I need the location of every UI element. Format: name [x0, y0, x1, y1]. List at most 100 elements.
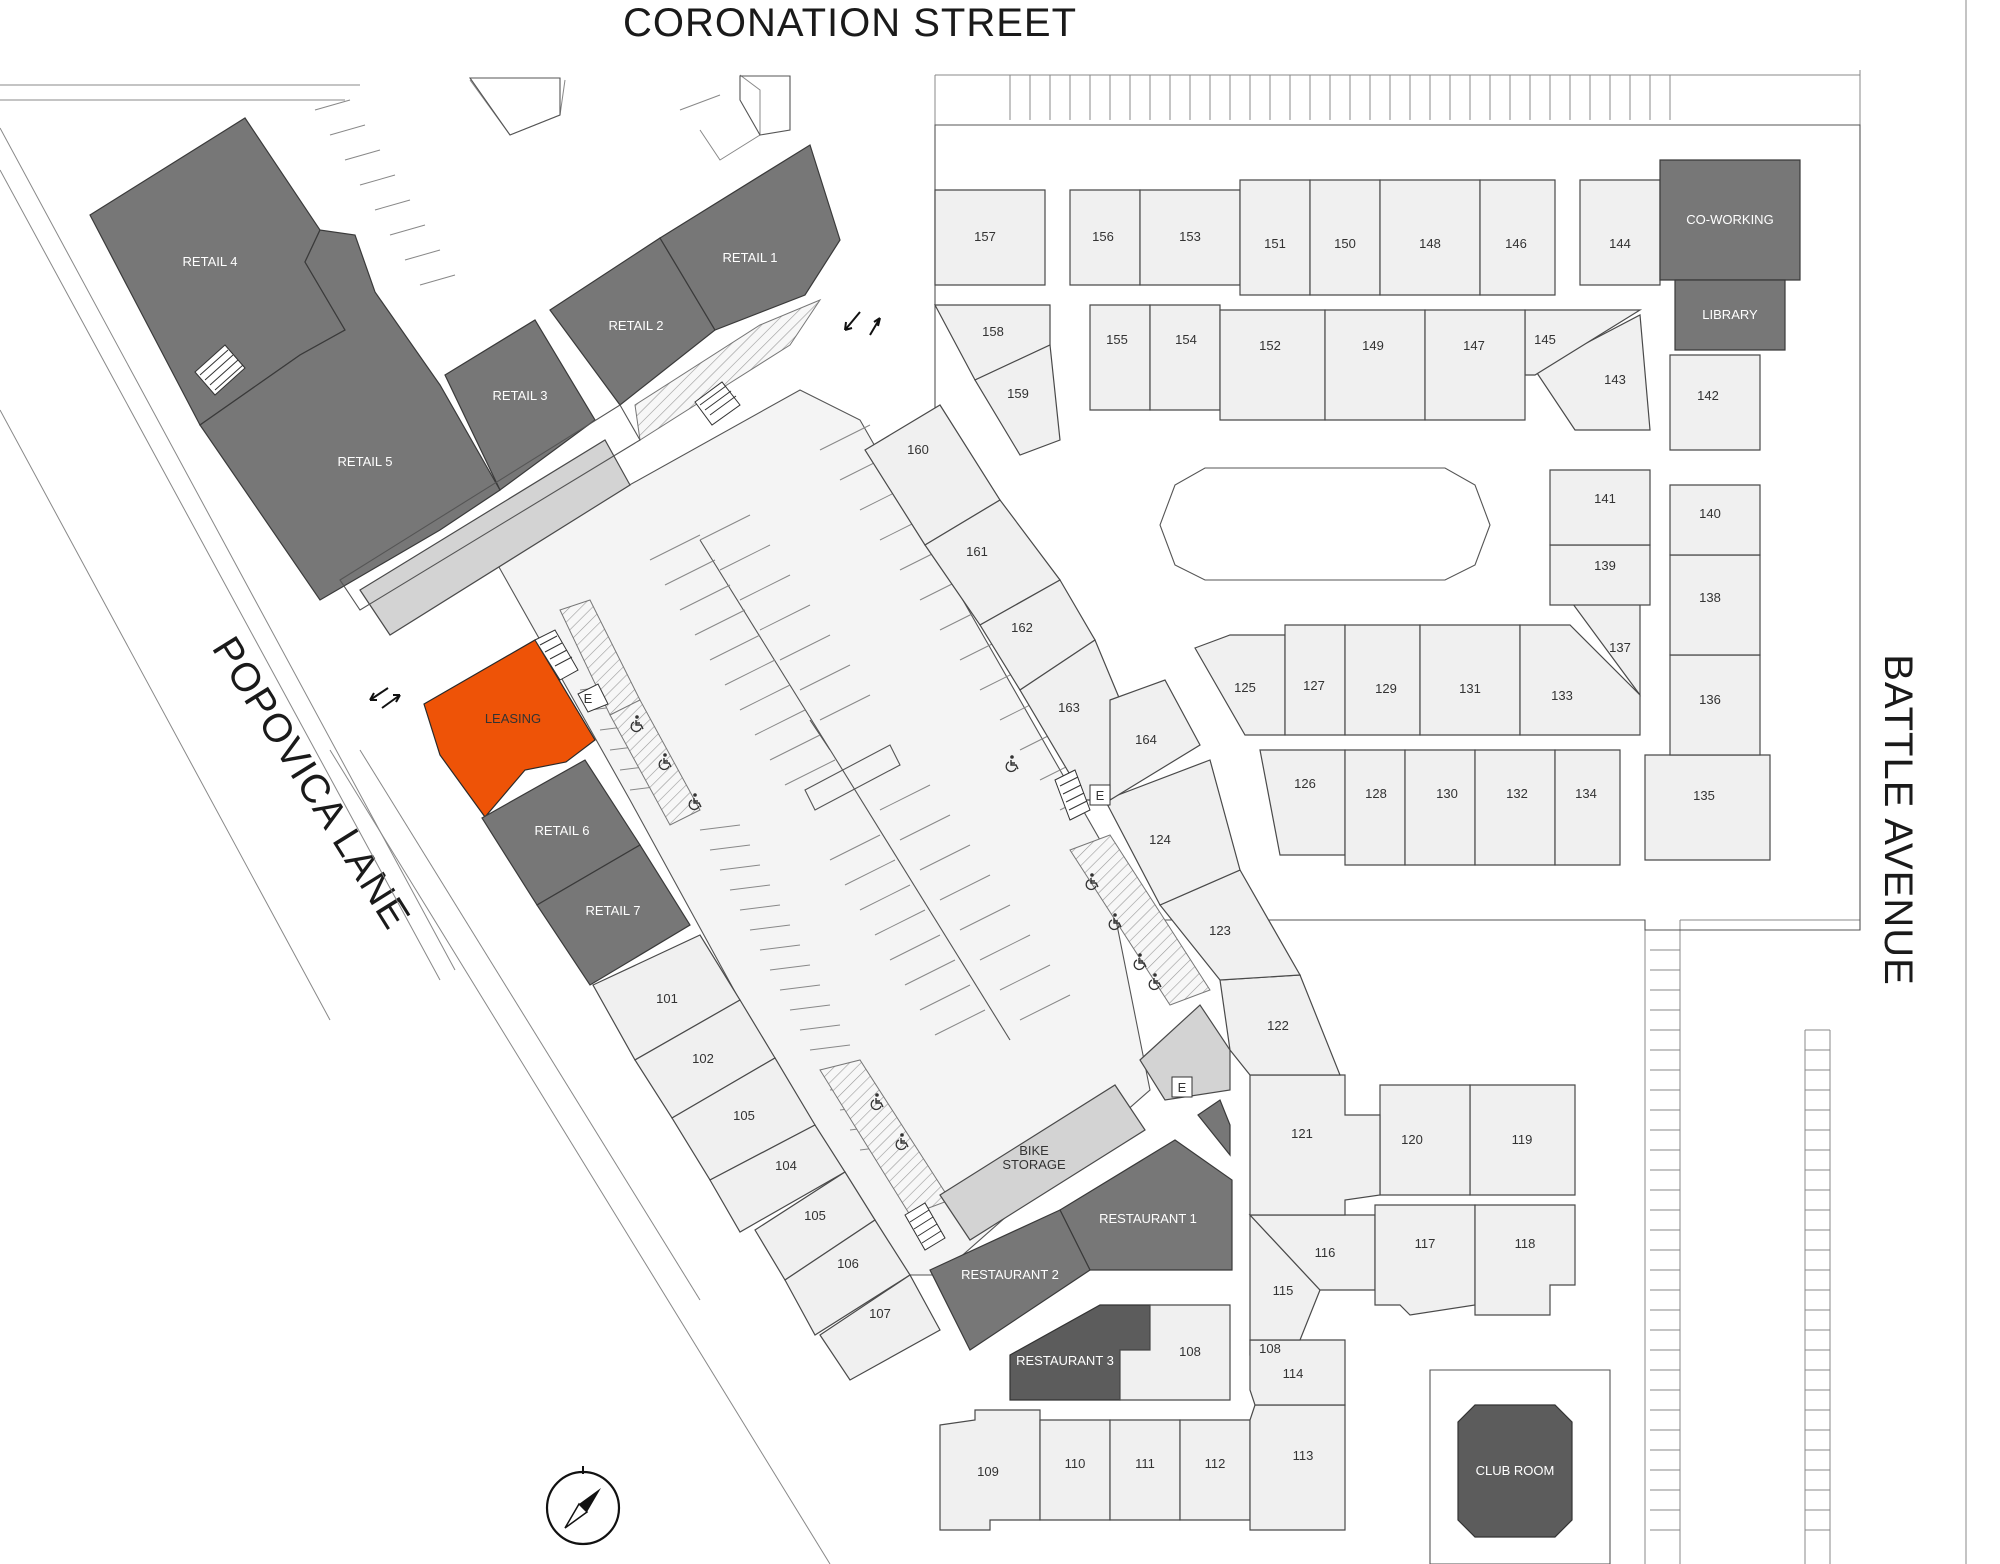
- unit-129[interactable]: [1344, 624, 1421, 736]
- unit-141[interactable]: [1549, 469, 1651, 546]
- unit-138[interactable]: [1669, 554, 1761, 656]
- retail-5-label: RETAIL 5: [338, 454, 393, 469]
- unit-120-label: 120: [1401, 1132, 1423, 1147]
- unit-121-label: 121: [1291, 1126, 1313, 1141]
- bike-storage[interactable]: [939, 1084, 1146, 1241]
- loading-zones: [559, 298, 1211, 1216]
- unit-113[interactable]: [1249, 1404, 1346, 1531]
- club-room[interactable]: [1457, 1404, 1573, 1538]
- unit-143-label: 143: [1604, 372, 1626, 387]
- co-working[interactable]: [1659, 159, 1801, 281]
- unit-118[interactable]: [1474, 1204, 1576, 1316]
- unit-138-label: 138: [1699, 590, 1721, 605]
- unit-126[interactable]: [1259, 749, 1346, 856]
- unit-149-label: 149: [1362, 338, 1384, 353]
- unit-154[interactable]: [1149, 304, 1221, 411]
- unit-139[interactable]: [1549, 544, 1651, 606]
- unit-160-label: 160: [907, 442, 929, 457]
- unit-151-label: 151: [1264, 236, 1286, 251]
- unit-157-label: 157: [974, 229, 996, 244]
- unit-149[interactable]: [1324, 309, 1426, 421]
- unit-116-label: 116: [1315, 1245, 1336, 1260]
- unit-108a[interactable]: [1119, 1304, 1231, 1401]
- unit-108a-label: 108: [1179, 1344, 1201, 1359]
- library[interactable]: [1674, 279, 1786, 351]
- unit-131-label: 131: [1459, 681, 1481, 696]
- unit-158-label: 158: [982, 324, 1004, 339]
- unit-117[interactable]: [1374, 1204, 1476, 1316]
- elevator-label: E: [584, 691, 593, 706]
- unit-161-label: 161: [966, 544, 988, 559]
- unit-155[interactable]: [1089, 304, 1151, 411]
- retail-1[interactable]: [659, 144, 841, 331]
- unit-144[interactable]: [1579, 179, 1661, 286]
- stairs-icon: [194, 344, 246, 396]
- unit-147[interactable]: [1424, 309, 1526, 421]
- unit-104-label: 104: [775, 1158, 797, 1173]
- unit-121[interactable]: [1249, 1074, 1381, 1216]
- unit-156-label: 156: [1092, 229, 1114, 244]
- unit-124[interactable]: [1104, 759, 1241, 906]
- unit-128-label: 128: [1365, 786, 1387, 801]
- unit-132-label: 132: [1506, 786, 1528, 801]
- elevator-leasing: [577, 683, 609, 713]
- unit-127-label: 127: [1303, 678, 1325, 693]
- unit-131[interactable]: [1419, 624, 1521, 736]
- unit-118-label: 118: [1515, 1236, 1536, 1251]
- unit-130[interactable]: [1404, 749, 1476, 866]
- restaurant-3-label: RESTAURANT 3: [1016, 1353, 1114, 1368]
- unit-133[interactable]: [1519, 624, 1641, 736]
- unit-157[interactable]: [934, 189, 1046, 286]
- unit-143[interactable]: [1534, 314, 1651, 431]
- unit-134[interactable]: [1554, 749, 1621, 866]
- unit-142[interactable]: [1669, 354, 1761, 451]
- unit-110-label: 110: [1065, 1456, 1086, 1471]
- unit-107-label: 107: [869, 1306, 891, 1321]
- stairs-icon: [694, 381, 741, 426]
- unit-114[interactable]: [1249, 1339, 1346, 1406]
- unit-140[interactable]: [1669, 484, 1761, 556]
- unit-150-label: 150: [1334, 236, 1356, 251]
- unit-159[interactable]: [974, 344, 1061, 456]
- library-label: LIBRARY: [1702, 307, 1758, 322]
- retail-2-label: RETAIL 2: [609, 318, 664, 333]
- bike-storage-label-1: BIKE: [1019, 1143, 1049, 1158]
- unit-110[interactable]: [1039, 1419, 1111, 1521]
- retail-7[interactable]: [536, 844, 691, 986]
- unit-132[interactable]: [1474, 749, 1556, 866]
- unit-113-label: 113: [1293, 1448, 1314, 1463]
- retail-corridor: [359, 439, 631, 636]
- elevator-east: [1089, 784, 1111, 806]
- retail-5[interactable]: [199, 229, 501, 601]
- unit-107[interactable]: [819, 1274, 941, 1381]
- unit-102-label: 102: [692, 1051, 714, 1066]
- unit-124-label: 124: [1149, 832, 1171, 847]
- restaurant-2-label: RESTAURANT 2: [961, 1267, 1059, 1282]
- unit-146[interactable]: [1479, 179, 1556, 296]
- unit-163-label: 163: [1058, 700, 1080, 715]
- club-room-courtyard: [1429, 1369, 1611, 1564]
- elevator-south: [1171, 1076, 1193, 1098]
- unit-155-label: 155: [1106, 332, 1128, 347]
- two-way-traffic-arrows: [369, 687, 401, 709]
- street-label-battle: BATTLE AVENUE: [1876, 654, 1920, 986]
- retail-4-label: RETAIL 4: [183, 254, 238, 269]
- unit-147-label: 147: [1463, 338, 1485, 353]
- restaurant-2[interactable]: [929, 1209, 1091, 1351]
- unit-105a-label: 105: [733, 1108, 755, 1123]
- unit-152[interactable]: [1219, 309, 1326, 421]
- unit-126-label: 126: [1294, 776, 1316, 791]
- unit-142-label: 142: [1697, 388, 1719, 403]
- east-center-units: 119 120 121 122 123 124: [1104, 759, 1576, 1216]
- unit-164[interactable]: [1109, 679, 1201, 802]
- unit-128[interactable]: [1344, 749, 1406, 866]
- unit-125-label: 125: [1234, 680, 1256, 695]
- unit-120[interactable]: [1379, 1084, 1471, 1196]
- unit-135[interactable]: [1644, 754, 1771, 861]
- retail-7-label: RETAIL 7: [586, 903, 641, 918]
- retail-block: RETAIL 4 RETAIL 5 RETAIL 3 RETAIL 2 RETA…: [89, 117, 841, 636]
- unit-115-label: 115: [1273, 1283, 1294, 1298]
- two-way-traffic-arrows: [844, 311, 881, 336]
- unit-152-label: 152: [1259, 338, 1281, 353]
